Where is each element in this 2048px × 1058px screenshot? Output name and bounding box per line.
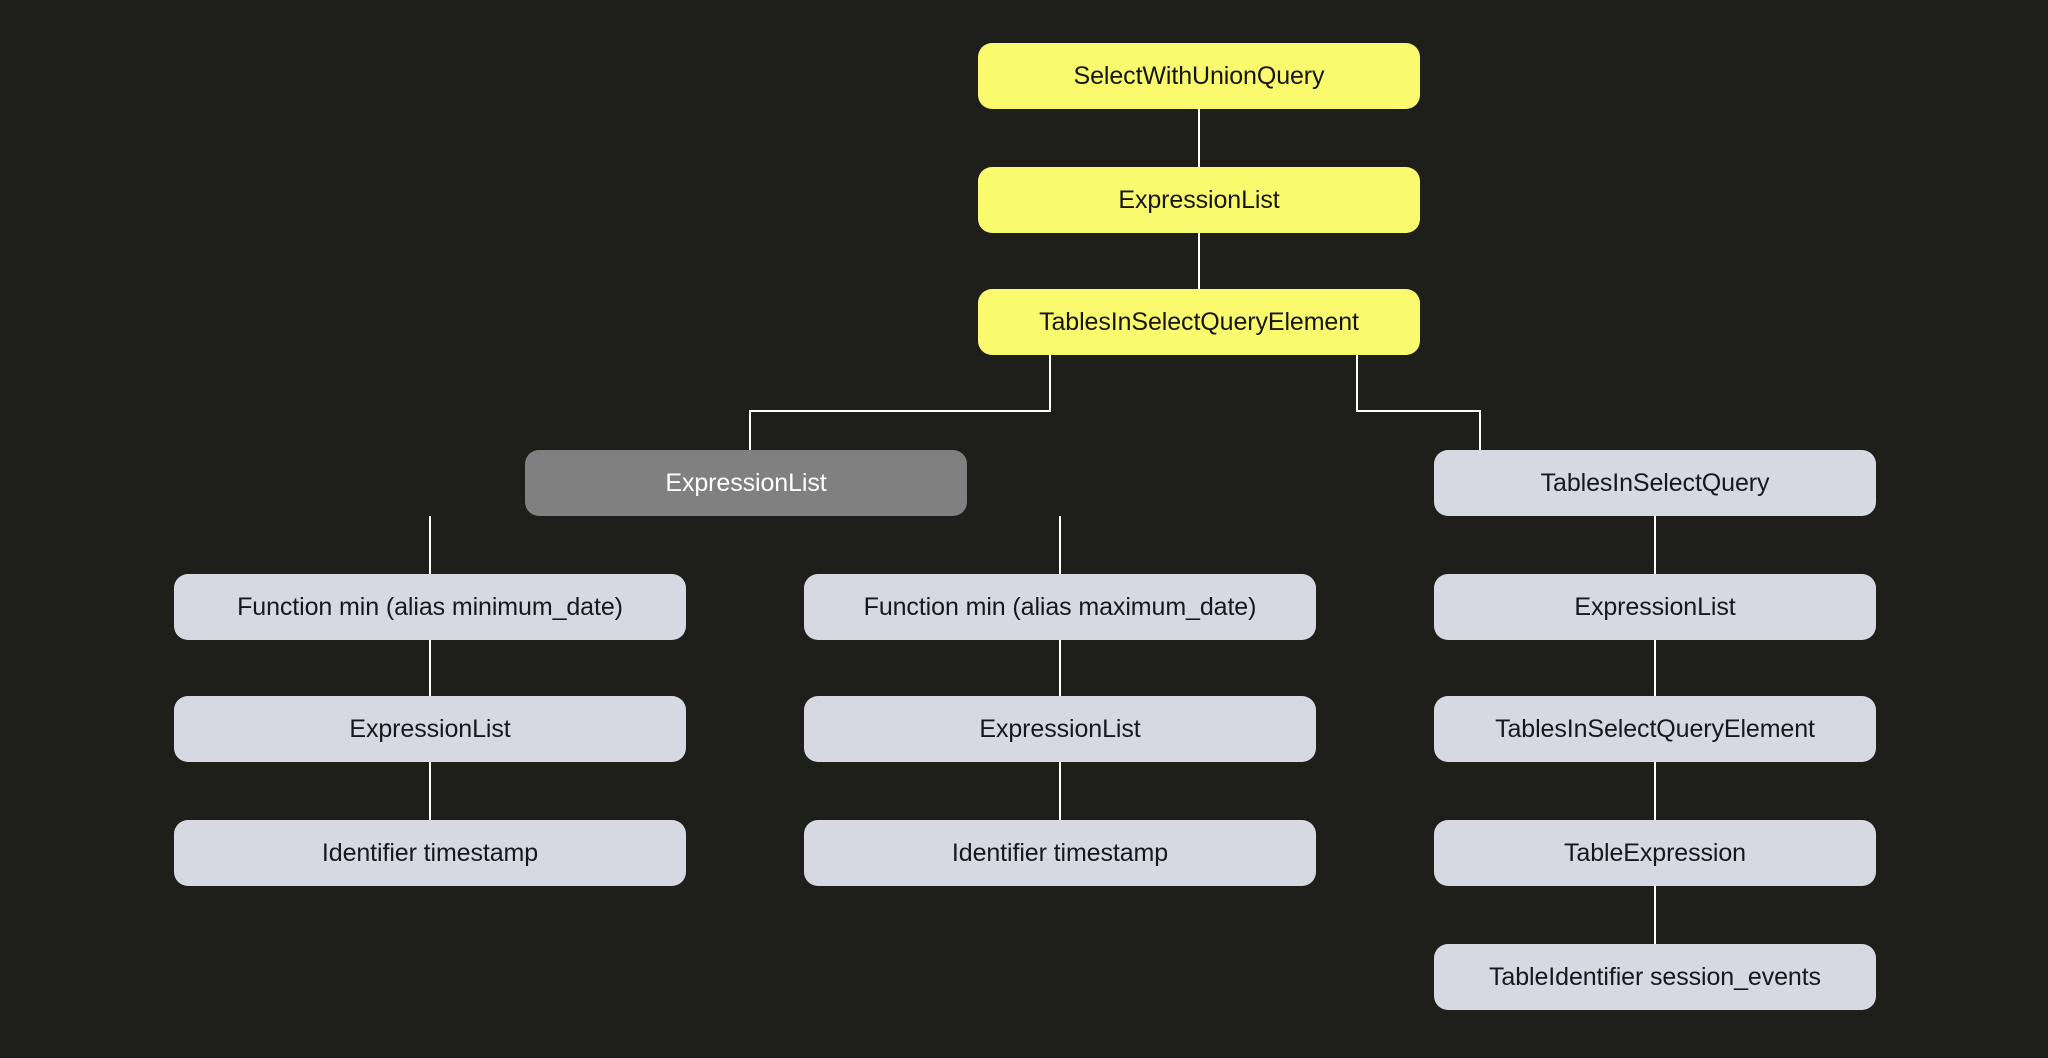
tree-node-label: ExpressionList: [349, 714, 511, 743]
tree-node-label: Function min (alias maximum_date): [863, 592, 1257, 621]
tree-node-label: ExpressionList: [665, 468, 827, 497]
tree-node-label: TablesInSelectQuery: [1540, 468, 1770, 497]
tree-node-label: ExpressionList: [1118, 185, 1280, 214]
tree-node[interactable]: SelectWithUnionQuery: [978, 43, 1420, 109]
tree-node-label: TablesInSelectQueryElement: [1495, 714, 1815, 743]
tree-node[interactable]: Function min (alias minimum_date): [174, 574, 686, 640]
tree-node[interactable]: TablesInSelectQueryElement: [1434, 696, 1876, 762]
tree-node-label: Identifier timestamp: [951, 838, 1169, 867]
tree-node-label: Identifier timestamp: [321, 838, 539, 867]
tree-node[interactable]: TablesInSelectQuery: [1434, 450, 1876, 516]
tree-node[interactable]: ExpressionList: [525, 450, 967, 516]
tree-node[interactable]: ExpressionList: [978, 167, 1420, 233]
tree-node[interactable]: ExpressionList: [1434, 574, 1876, 640]
tree-node[interactable]: TableExpression: [1434, 820, 1876, 886]
tree-node[interactable]: Identifier timestamp: [174, 820, 686, 886]
tree-node-label: TableIdentifier session_events: [1489, 962, 1821, 991]
tree-node[interactable]: Identifier timestamp: [804, 820, 1316, 886]
tree-node-label: TablesInSelectQueryElement: [1039, 307, 1359, 336]
tree-node[interactable]: TablesInSelectQueryElement: [978, 289, 1420, 355]
tree-node[interactable]: ExpressionList: [174, 696, 686, 762]
tree-node-label: SelectWithUnionQuery: [1073, 61, 1325, 90]
tree-edge: [749, 355, 1051, 450]
tree-node[interactable]: TableIdentifier session_events: [1434, 944, 1876, 1010]
tree-node-label: TableExpression: [1564, 838, 1746, 867]
tree-edge: [1356, 355, 1481, 450]
tree-node[interactable]: Function min (alias maximum_date): [804, 574, 1316, 640]
tree-node-label: ExpressionList: [1574, 592, 1736, 621]
tree-node-label: ExpressionList: [979, 714, 1141, 743]
tree-node-label: Function min (alias minimum_date): [237, 592, 623, 621]
tree-node[interactable]: ExpressionList: [804, 696, 1316, 762]
